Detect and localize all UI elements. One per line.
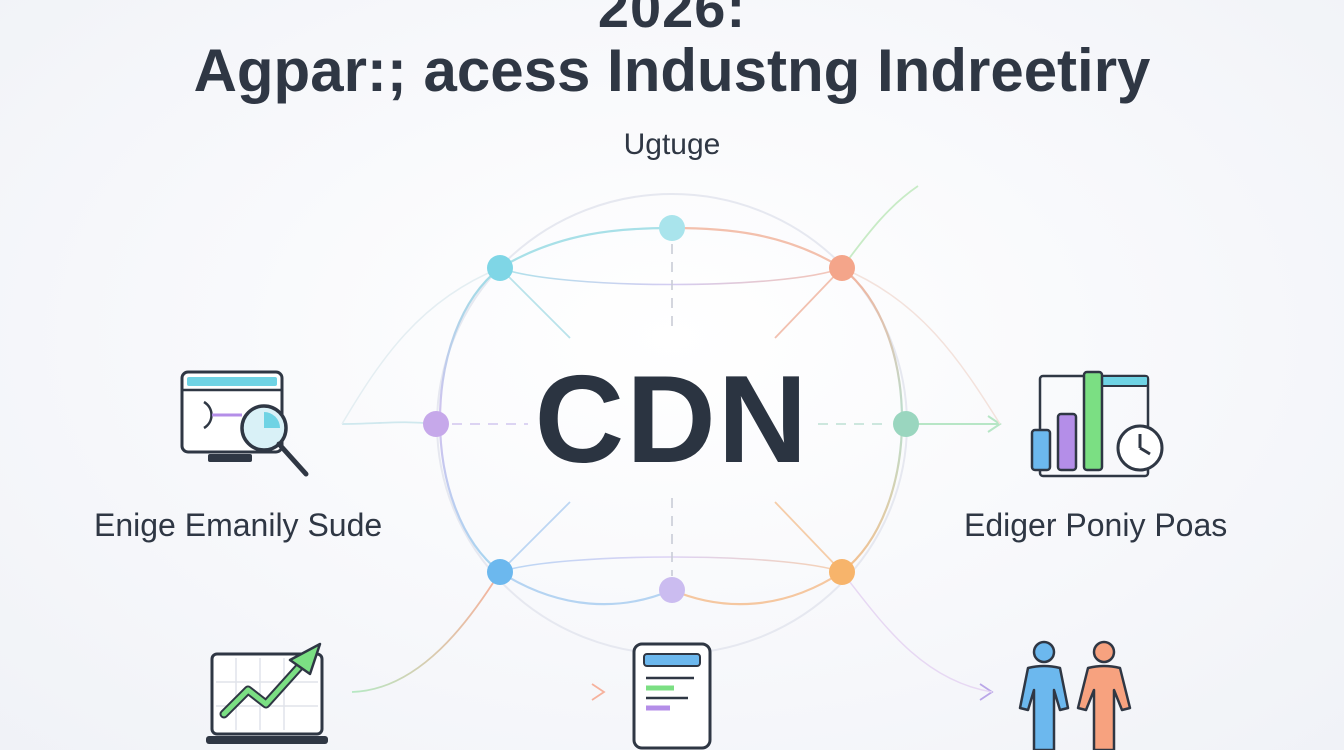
tablet-document-icon (632, 642, 712, 750)
node-top-left (487, 255, 513, 281)
right-label: Ediger Poniy Poas (964, 507, 1228, 543)
arrow-bottom-mid (591, 683, 606, 701)
node-left (423, 411, 449, 437)
bottom-left-arc (499, 571, 673, 606)
sweep-right-top (841, 267, 1001, 425)
top-right-arc (671, 226, 843, 269)
people-icon (1018, 640, 1132, 750)
spoke-bottom-left (499, 501, 571, 573)
top-left-arc (499, 226, 673, 269)
spoke-top-right (774, 267, 843, 339)
connector-top-right (841, 185, 919, 269)
connector-left (341, 421, 437, 425)
page-title: Agpar:; acess Industng Indreetiry (193, 37, 1151, 104)
bottom-inner-arc (499, 556, 843, 573)
sweep-left-top (341, 267, 501, 425)
node-bottom-left (487, 559, 513, 585)
spoke-bottom-right (774, 501, 843, 573)
bottom-right-arc (671, 571, 843, 606)
sweep-bottom-right (841, 571, 993, 693)
top-inner-arc (499, 267, 843, 286)
bar-chart-clock-icon (1030, 370, 1164, 478)
left-label: Enige Emanily Sude (94, 507, 383, 543)
node-bottom (659, 577, 685, 603)
center-label: CDN (534, 351, 810, 489)
laptop-growth-chart-icon (206, 642, 328, 744)
node-top (659, 215, 685, 241)
title-year: 2026: (597, 0, 747, 39)
monitor-magnifier-icon (180, 370, 309, 477)
node-right (893, 411, 919, 437)
node-top-right (829, 255, 855, 281)
page-subtitle: Ugtuge (623, 128, 721, 161)
node-bottom-right (829, 559, 855, 585)
connector-bottom-left (351, 571, 501, 693)
spoke-top-left (499, 267, 571, 339)
